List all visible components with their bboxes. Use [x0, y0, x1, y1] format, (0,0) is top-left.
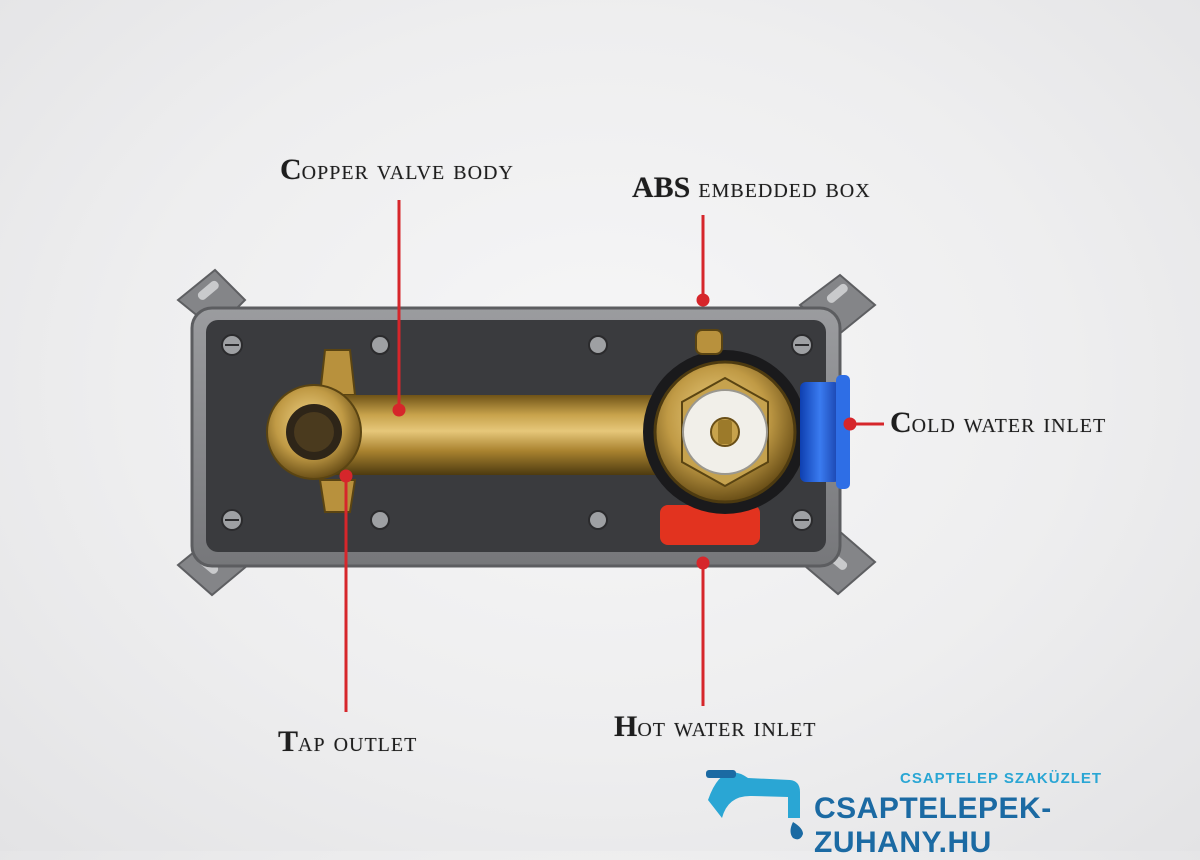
label-hot-water-inlet: Hot water inlet — [614, 710, 817, 743]
callout-lines — [339, 200, 884, 712]
label-copper-valve-body: Copper valve body — [280, 153, 514, 186]
faucet-droplet-icon — [706, 770, 803, 840]
cold-inlet-cap — [800, 375, 850, 489]
label-abs-embedded-box: ABS embedded box — [632, 171, 871, 204]
copper-valve-body — [266, 349, 670, 513]
label-cold-water-inlet: Cold water inlet — [890, 406, 1107, 439]
mixer-cartridge — [643, 329, 807, 545]
brand-subtitle: CSAPTELEP SZAKÜZLET — [900, 770, 1103, 787]
brand-watermark: CSAPTELEP SZAKÜZLET CSAPTELEPEK-ZUHANY.H… — [700, 758, 1190, 859]
brand-name: CSAPTELEPEK-ZUHANY.HU — [814, 792, 1052, 859]
label-tap-outlet: Tap outlet — [278, 725, 418, 758]
